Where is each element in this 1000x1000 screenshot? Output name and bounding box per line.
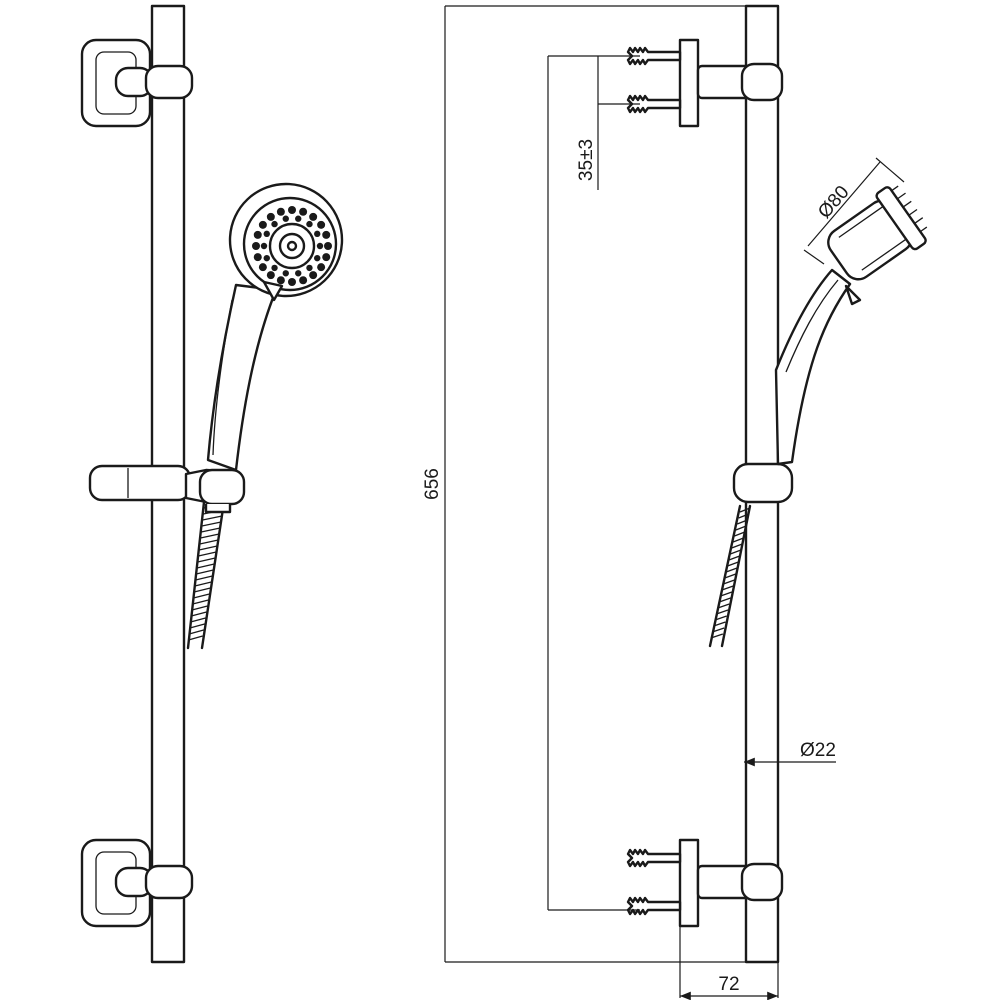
spray-nozzle: [260, 242, 268, 250]
side-view: [626, 4, 928, 964]
side-mode-switch-tab: [844, 284, 862, 306]
spray-nozzle: [309, 271, 318, 280]
side-shower-handle: [774, 268, 852, 466]
spray-nozzle: [258, 220, 267, 229]
wall-offset-label: 72: [718, 974, 739, 995]
hole-spacing-label: 35±3: [576, 139, 597, 181]
front-top-wall-bracket: [80, 38, 194, 128]
front-spray-nozzles: [252, 206, 332, 286]
spray-nozzle: [316, 242, 324, 250]
spray-nozzle: [258, 263, 267, 272]
spray-nozzle: [306, 264, 313, 272]
spray-nozzle: [266, 212, 275, 221]
front-shower-hose: [186, 500, 226, 650]
front-shower-head: [228, 182, 344, 302]
dimension-annotations: 656 35±3 Ø80 Ø22 72: [422, 5, 905, 1000]
spray-nozzle: [276, 276, 285, 285]
spray-nozzle: [295, 215, 302, 222]
spray-nozzle: [253, 253, 262, 262]
front-view: [80, 4, 344, 964]
side-slider-holder: [732, 462, 794, 504]
spray-nozzle: [253, 230, 262, 239]
wall-plug-icon: [626, 848, 682, 868]
spray-nozzle: [317, 220, 326, 229]
spray-nozzle: [263, 230, 270, 238]
spray-nozzle: [317, 263, 326, 272]
front-bottom-wall-bracket: [80, 838, 194, 928]
spray-nozzle: [314, 230, 321, 238]
front-shower-handle: [206, 283, 278, 472]
mode-switch-tab: [262, 280, 284, 302]
spray-nozzle: [306, 220, 313, 228]
spray-nozzle: [276, 207, 285, 216]
wall-plug-icon: [626, 896, 682, 916]
wall-plug-icons: [626, 46, 682, 916]
spray-nozzle: [309, 212, 318, 221]
spray-nozzle: [288, 278, 296, 286]
spray-nozzle: [322, 230, 331, 239]
wall-plug-icon: [626, 94, 682, 114]
spray-nozzle: [299, 207, 308, 216]
spray-nozzle: [314, 254, 321, 262]
side-shower-hose: [708, 504, 752, 648]
wall-plug-icon: [626, 46, 682, 66]
side-top-wall-bracket: [678, 38, 784, 128]
side-shower-head: [827, 185, 928, 281]
spray-nozzle: [322, 253, 331, 262]
overall-height-label: 656: [422, 468, 443, 500]
spray-nozzle: [263, 254, 270, 262]
head-diameter-line: [807, 161, 881, 247]
spray-nozzle: [282, 270, 289, 277]
side-bottom-wall-bracket: [678, 838, 784, 928]
spray-nozzle: [288, 206, 296, 214]
rail-diameter-label: Ø22: [800, 740, 836, 761]
spray-nozzle: [252, 242, 260, 250]
spray-nozzle: [266, 271, 275, 280]
spray-nozzle: [299, 276, 308, 285]
spray-nozzle: [295, 270, 302, 277]
spray-nozzle: [282, 215, 289, 222]
spray-nozzle: [271, 220, 278, 228]
spray-nozzle: [324, 242, 332, 250]
front-slider-holder: [88, 464, 246, 514]
spray-nozzle: [271, 264, 278, 272]
head-diameter-label: Ø80: [814, 182, 853, 223]
